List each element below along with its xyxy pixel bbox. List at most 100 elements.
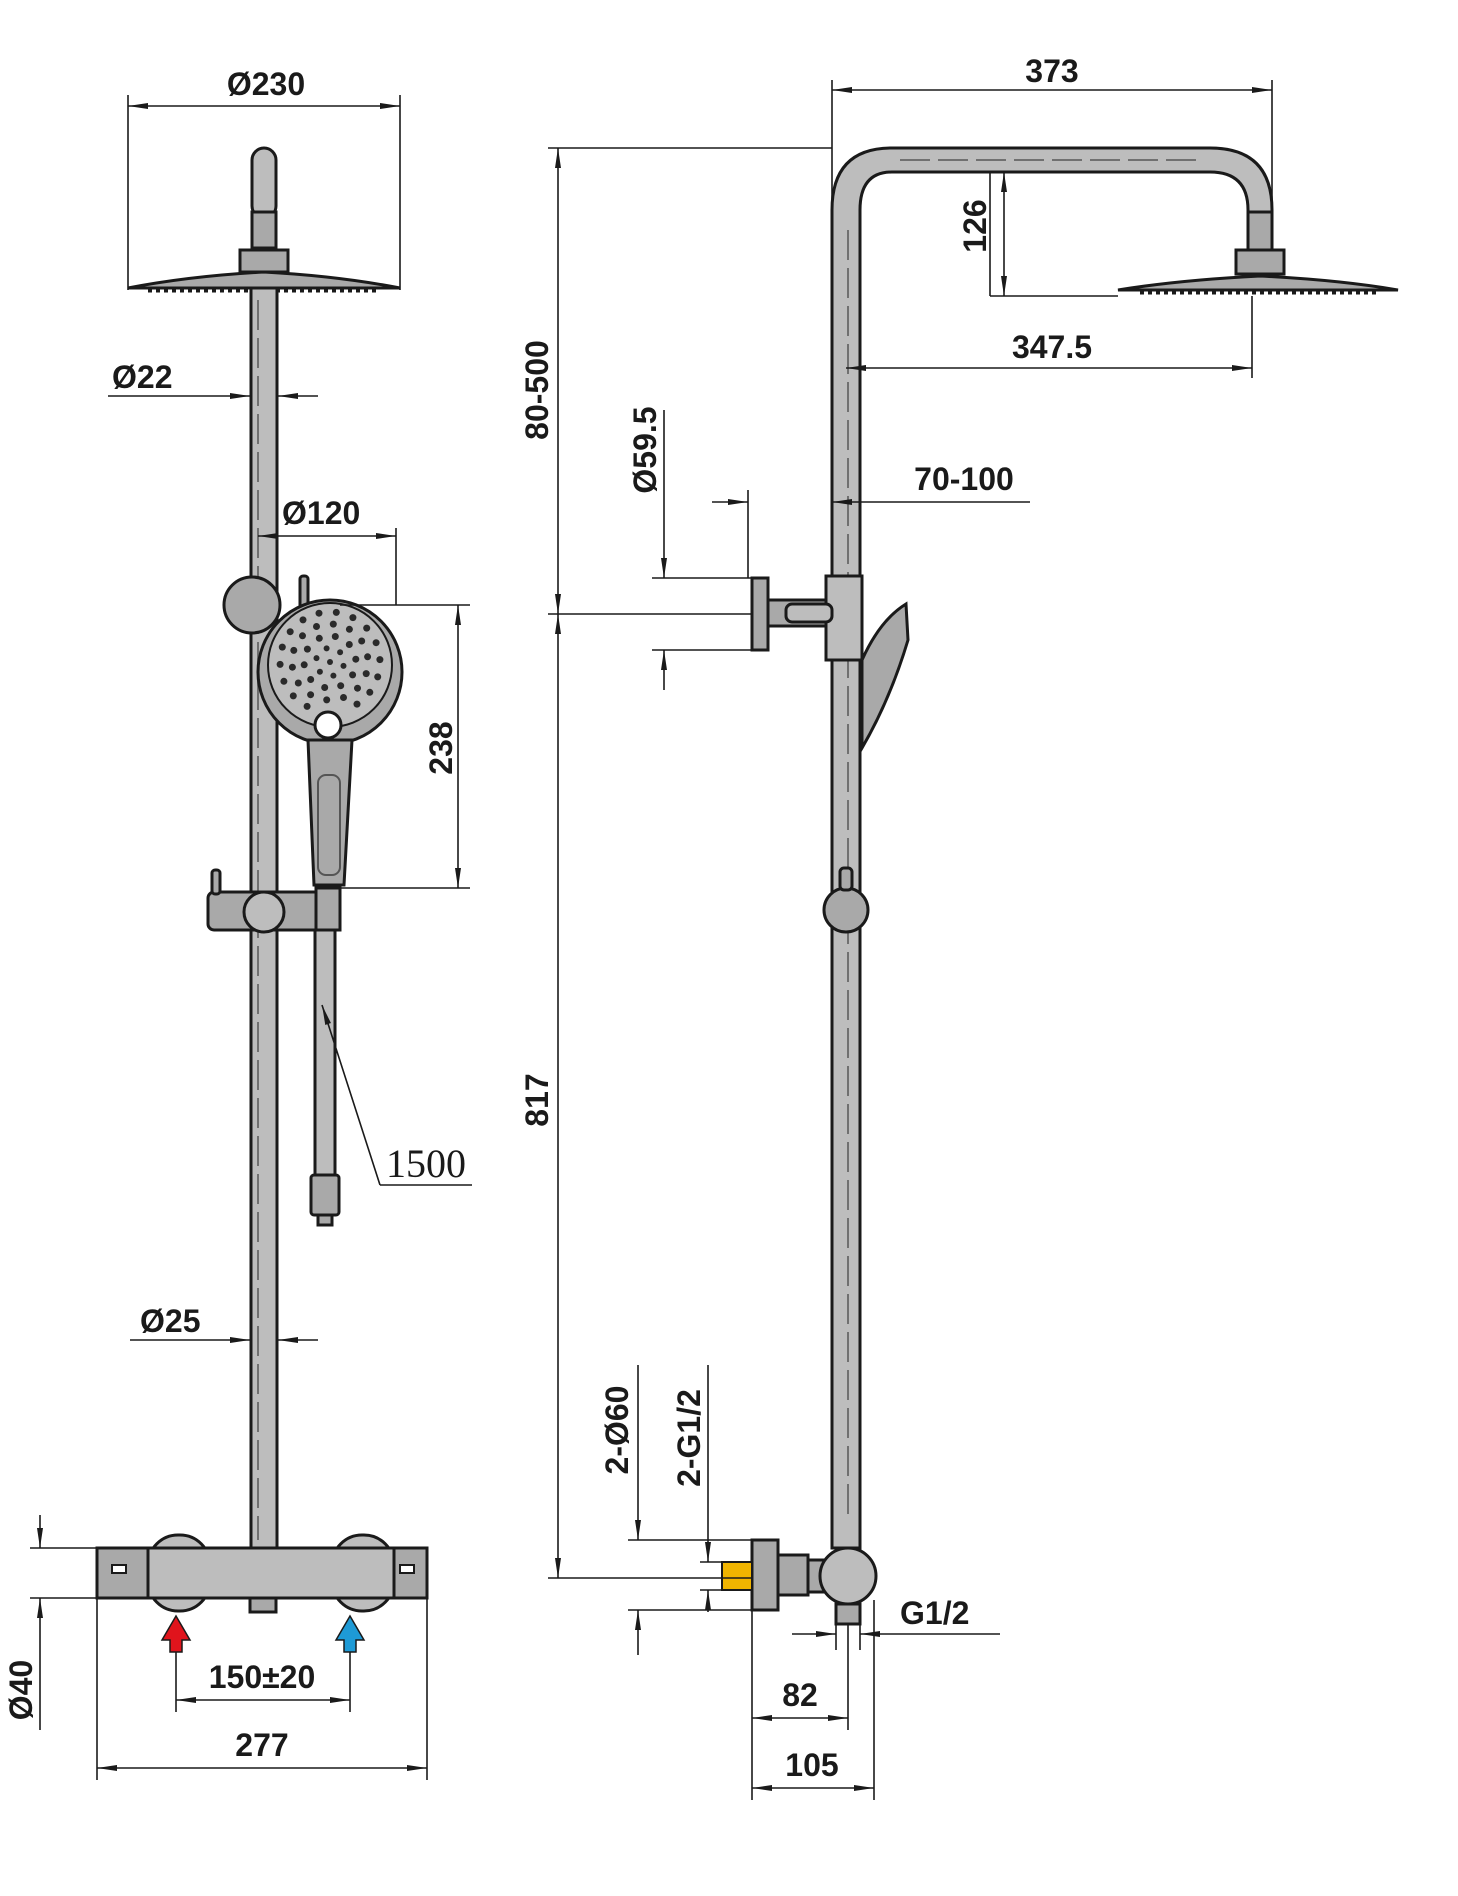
nozzle-dot	[332, 608, 340, 616]
side-wall-bracket	[750, 574, 864, 662]
dim-hose-length-label: 1500	[386, 1141, 466, 1186]
nozzle-dot	[352, 655, 360, 663]
cold-inlet-arrow	[334, 1614, 366, 1653]
dim-inlet-spacing-label: 150±20	[209, 1659, 316, 1695]
nozzle-dot	[353, 700, 361, 708]
nozzle-dot	[313, 623, 320, 630]
dim-outlet-thread: G1/2	[792, 1595, 1000, 1650]
hand-shower	[256, 598, 404, 887]
dim-inlet-thread-label: 2-G1/2	[671, 1389, 707, 1487]
dim-head-reach-label: 347.5	[1012, 329, 1092, 365]
nozzle-dot	[303, 645, 311, 653]
dim-escutcheon-label: 2-Ø60	[599, 1386, 635, 1475]
dim-inlet-spacing: 150±20	[175, 1652, 351, 1712]
nozzle-dot	[331, 633, 339, 640]
side-slider-knob	[822, 866, 870, 934]
nozzle-dot	[364, 653, 372, 661]
dim-escutcheon: 2-Ø60	[599, 1365, 752, 1655]
nozzle-dot	[278, 643, 286, 651]
side-view: 373 126 347.5 80-500 Ø59.5	[519, 53, 1399, 1800]
nozzle-dot	[376, 656, 384, 664]
inlet-fitting	[721, 1561, 753, 1591]
nozzle-dot	[374, 673, 382, 681]
nozzle-dot	[307, 676, 315, 683]
nozzle-dot	[340, 662, 347, 669]
front-view: Ø230 Ø22 Ø120 238 1500	[3, 66, 472, 1780]
dim-head-drop-label: 126	[957, 199, 993, 252]
nozzle-dot	[276, 660, 284, 668]
dim-inlet-thread: 2-G1/2	[671, 1365, 722, 1612]
dim-arm-projection: 373	[831, 53, 1273, 210]
dim-valve-width-label: 277	[235, 1727, 288, 1763]
dim-hand-shower-diameter-label: Ø120	[282, 495, 360, 531]
slider-bracket	[206, 868, 342, 934]
nozzle-dot	[307, 691, 315, 699]
slider-knob	[222, 574, 310, 635]
dim-valve-width: 277	[96, 1598, 428, 1780]
nozzle-dot	[366, 688, 374, 696]
nozzle-dot	[313, 655, 320, 662]
nozzle-dot	[354, 684, 361, 692]
nozzle-dot	[330, 672, 337, 679]
dim-head-reach: 347.5	[846, 296, 1253, 378]
dim-head-diameter-label: Ø230	[227, 66, 305, 102]
nozzle-dot	[349, 671, 357, 679]
nozzle-dot	[362, 670, 370, 678]
dim-column-diameter-label: Ø25	[140, 1303, 200, 1339]
nozzle-dot	[315, 609, 323, 617]
dim-outlet-thread-label: G1/2	[900, 1595, 969, 1631]
hot-inlet-arrow	[160, 1614, 192, 1653]
nozzle-dot	[337, 682, 345, 690]
thermostatic-valve	[95, 1533, 429, 1614]
dim-arm-diameter: Ø22	[108, 359, 318, 399]
dim-bracket-diameter-label: Ø59.5	[627, 406, 663, 493]
dim-depth-82-label: 82	[782, 1677, 818, 1713]
side-hand-shower	[860, 601, 910, 754]
nozzle-dot	[299, 616, 307, 624]
dim-height-range-label: 80-500	[519, 340, 555, 440]
dim-arm-diameter-label: Ø22	[112, 359, 172, 395]
nozzle-dot	[358, 637, 366, 645]
nozzle-dot	[345, 641, 353, 648]
dim-hand-shower-length: 238	[340, 604, 470, 889]
dim-arm-projection-label: 373	[1025, 53, 1078, 89]
nozzle-dot	[316, 668, 323, 675]
dim-column-height-label: 817	[519, 1073, 555, 1126]
side-rain-head	[1117, 210, 1399, 295]
dim-valve-diameter-label: Ø40	[3, 1660, 39, 1720]
dim-hand-shower-diameter: Ø120	[258, 495, 397, 605]
dim-bracket-offset-label: 70-100	[914, 461, 1014, 497]
nozzle-dot	[280, 677, 288, 685]
dim-column-height: 817	[519, 614, 752, 1579]
dim-height-range: 80-500	[519, 147, 832, 615]
nozzle-dot	[286, 628, 294, 636]
nozzle-dot	[323, 645, 330, 652]
dim-depth-105-label: 105	[785, 1747, 838, 1783]
rain-shower-head	[127, 146, 401, 293]
nozzle-dot	[340, 694, 347, 701]
dim-column-diameter: Ø25	[130, 1303, 318, 1343]
nozzle-dot	[300, 661, 308, 669]
nozzle-dot	[337, 649, 344, 656]
dim-bracket-offset: 70-100	[712, 461, 1030, 578]
nozzle-dot	[289, 692, 297, 700]
nozzle-dot	[303, 702, 311, 710]
nozzle-dot	[345, 625, 353, 633]
side-valve	[721, 1538, 878, 1626]
dim-hand-shower-length-label: 238	[423, 721, 459, 774]
nozzle-dot	[323, 696, 331, 704]
nozzle-dot	[329, 620, 337, 628]
dim-depth-82: 82	[751, 1610, 849, 1800]
nozzle-dot	[315, 634, 323, 642]
nozzle-dot	[372, 639, 380, 647]
dim-depth-105: 105	[752, 1600, 875, 1800]
nozzle-dot	[290, 646, 298, 654]
dim-valve-diameter: Ø40	[3, 1515, 97, 1730]
nozzle-dot	[288, 663, 296, 671]
nozzle-dot	[321, 684, 329, 691]
dim-head-diameter: Ø230	[127, 66, 401, 290]
hose	[309, 928, 341, 1227]
dim-bracket-diameter: Ø59.5	[627, 406, 752, 690]
dim-hose-length: 1500	[321, 1004, 472, 1186]
